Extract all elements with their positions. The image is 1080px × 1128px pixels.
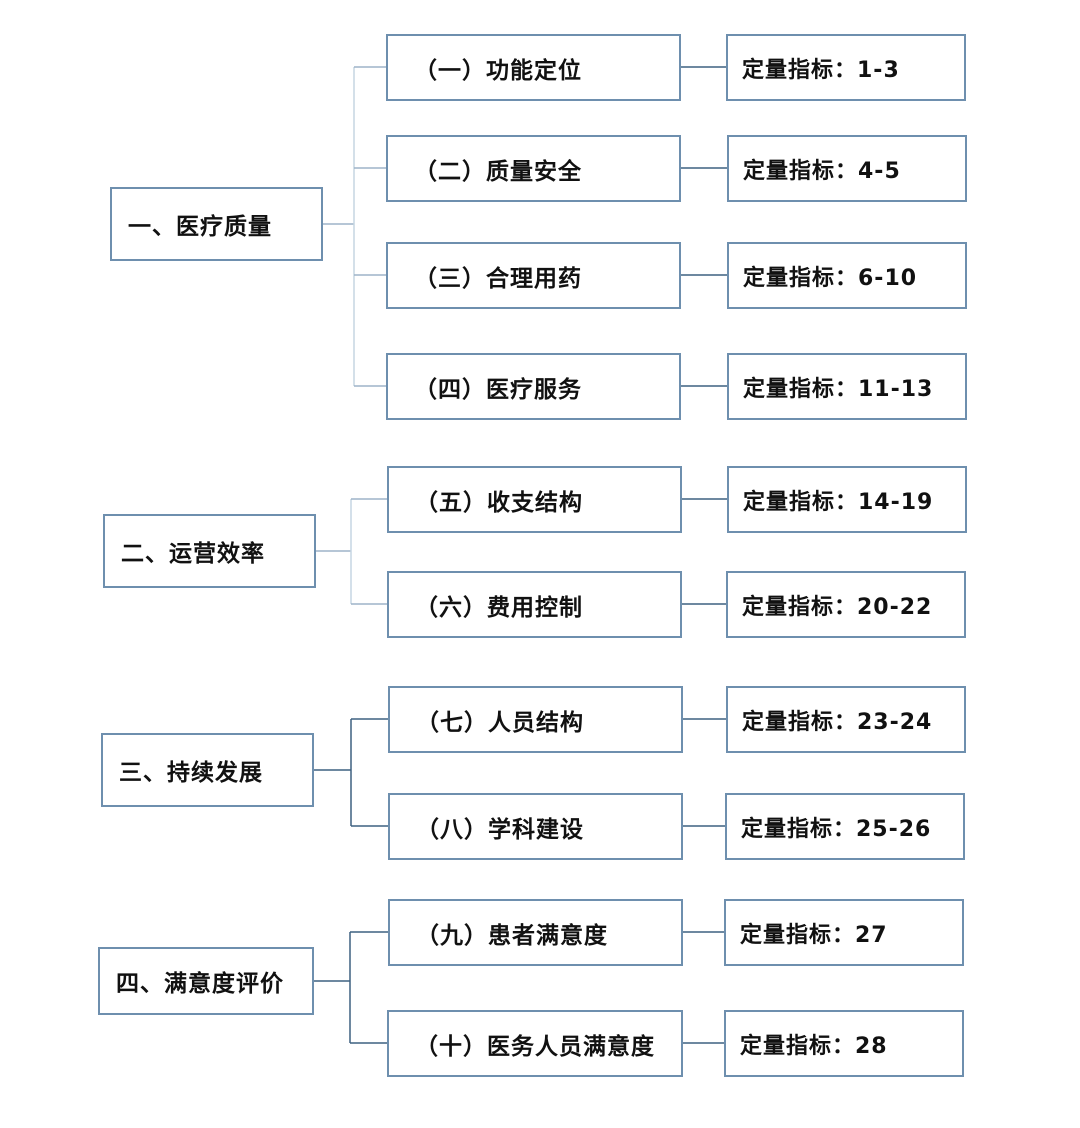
subcategory-box-1: （一）功能定位 [386,34,681,101]
subcategory-box-8: （八）学科建设 [388,793,683,860]
subcategory-box-2: （二）质量安全 [386,135,681,202]
subcategory-box-7: （七）人员结构 [388,686,683,753]
subcategory-box-4: （四）医疗服务 [386,353,681,420]
category-box-sustainable-development: 三、持续发展 [101,733,314,807]
category-box-operational-efficiency: 二、运营效率 [103,514,316,588]
metric-box-5: 定量指标：14-19 [727,466,967,533]
metric-box-8: 定量指标：25-26 [725,793,965,860]
category-box-satisfaction-evaluation: 四、满意度评价 [98,947,314,1015]
subcategory-box-3: （三）合理用药 [386,242,681,309]
metric-box-4: 定量指标：11-13 [727,353,967,420]
metric-box-1: 定量指标：1-3 [726,34,966,101]
subcategory-box-10: （十）医务人员满意度 [387,1010,683,1077]
metric-box-10: 定量指标：28 [724,1010,964,1077]
metric-box-6: 定量指标：20-22 [726,571,966,638]
metric-box-9: 定量指标：27 [724,899,964,966]
category-box-medical-quality: 一、医疗质量 [110,187,323,261]
metric-box-2: 定量指标：4-5 [727,135,967,202]
metric-box-3: 定量指标：6-10 [727,242,967,309]
subcategory-box-6: （六）费用控制 [387,571,682,638]
subcategory-box-5: （五）收支结构 [387,466,682,533]
subcategory-box-9: （九）患者满意度 [388,899,683,966]
metric-box-7: 定量指标：23-24 [726,686,966,753]
